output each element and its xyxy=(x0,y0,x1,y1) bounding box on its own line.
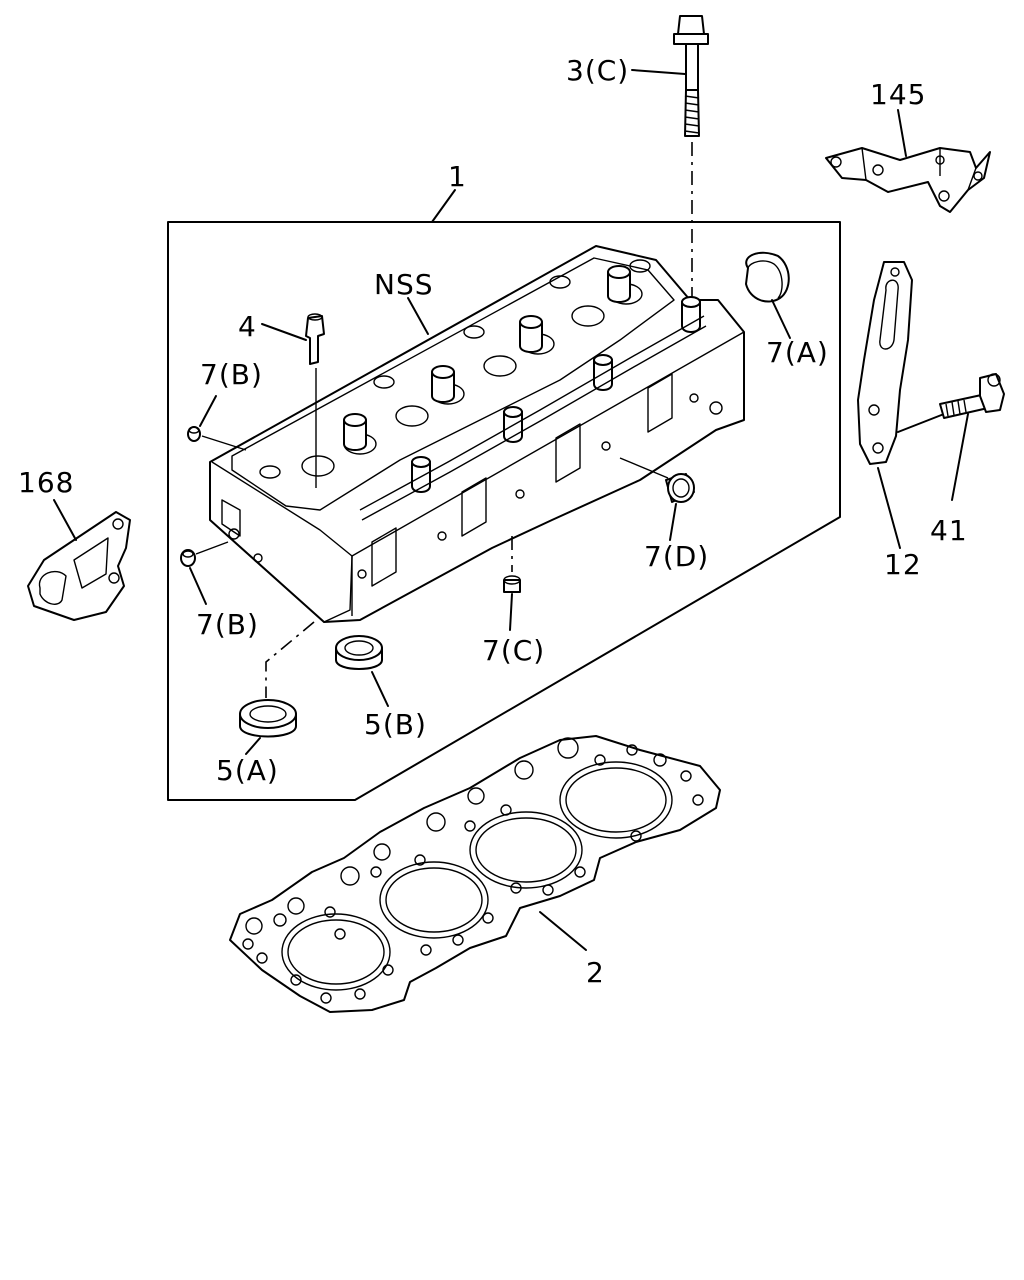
leader-41 xyxy=(951,413,969,501)
leader-7b-top xyxy=(199,395,217,427)
label-41: 41 xyxy=(930,514,968,547)
cylinder-head-part[interactable] xyxy=(209,245,745,623)
label-5a: 5(A) xyxy=(216,754,279,787)
pin-line-7b-top xyxy=(201,435,247,451)
label-7d: 7(D) xyxy=(644,540,709,573)
bolt-41-part[interactable] xyxy=(939,373,1005,419)
valve-guide-part[interactable] xyxy=(305,313,325,365)
label-12: 12 xyxy=(884,548,922,581)
label-7a: 7(A) xyxy=(766,336,829,369)
leader-nss xyxy=(407,297,429,335)
label-7c: 7(C) xyxy=(482,634,545,667)
sleeve-7d-part[interactable] xyxy=(665,473,695,503)
label-5b: 5(B) xyxy=(364,708,427,741)
label-4: 4 xyxy=(238,310,257,343)
centerline-5a xyxy=(265,621,315,698)
dowel-7c-part[interactable] xyxy=(503,575,521,593)
pin-7b-top-part[interactable] xyxy=(187,426,201,442)
label-168: 168 xyxy=(18,466,74,499)
label-7b-top: 7(B) xyxy=(200,358,263,391)
label-2: 2 xyxy=(586,956,605,989)
leader-12-bolt xyxy=(897,413,945,433)
leader-12 xyxy=(877,467,901,549)
pin-line-7b-bottom xyxy=(195,541,229,555)
sleeve-line-7d xyxy=(619,457,669,479)
leader-7d xyxy=(669,503,677,541)
label-1: 1 xyxy=(448,160,467,193)
label-nss: NSS xyxy=(374,268,434,301)
pin-7b-bottom-part[interactable] xyxy=(180,549,196,567)
plug-7a-part[interactable] xyxy=(745,251,790,303)
leader-168 xyxy=(53,499,77,541)
seal-5b-part[interactable] xyxy=(335,635,383,670)
leader-2 xyxy=(539,911,587,951)
leader-5a xyxy=(245,737,261,755)
label-3c: 3(C) xyxy=(566,54,629,87)
bracket-12-part[interactable] xyxy=(857,261,913,465)
leader-1 xyxy=(431,189,456,223)
leader-7c xyxy=(509,593,513,631)
label-7b-bottom: 7(B) xyxy=(196,608,259,641)
leader-145 xyxy=(897,109,907,157)
bracket-168-part[interactable] xyxy=(27,511,131,621)
assembly-frame xyxy=(167,221,841,801)
leader-3c xyxy=(631,69,686,75)
bracket-145-part[interactable] xyxy=(825,147,991,213)
leader-4 xyxy=(261,323,307,341)
leader-7b-bottom xyxy=(189,567,207,605)
head-bolt-part[interactable] xyxy=(673,15,709,137)
seal-5a-part[interactable] xyxy=(239,699,297,738)
head-gasket-part[interactable] xyxy=(229,735,721,1013)
label-145: 145 xyxy=(870,78,926,111)
leader-5b xyxy=(371,671,389,707)
leader-7a xyxy=(771,299,791,339)
